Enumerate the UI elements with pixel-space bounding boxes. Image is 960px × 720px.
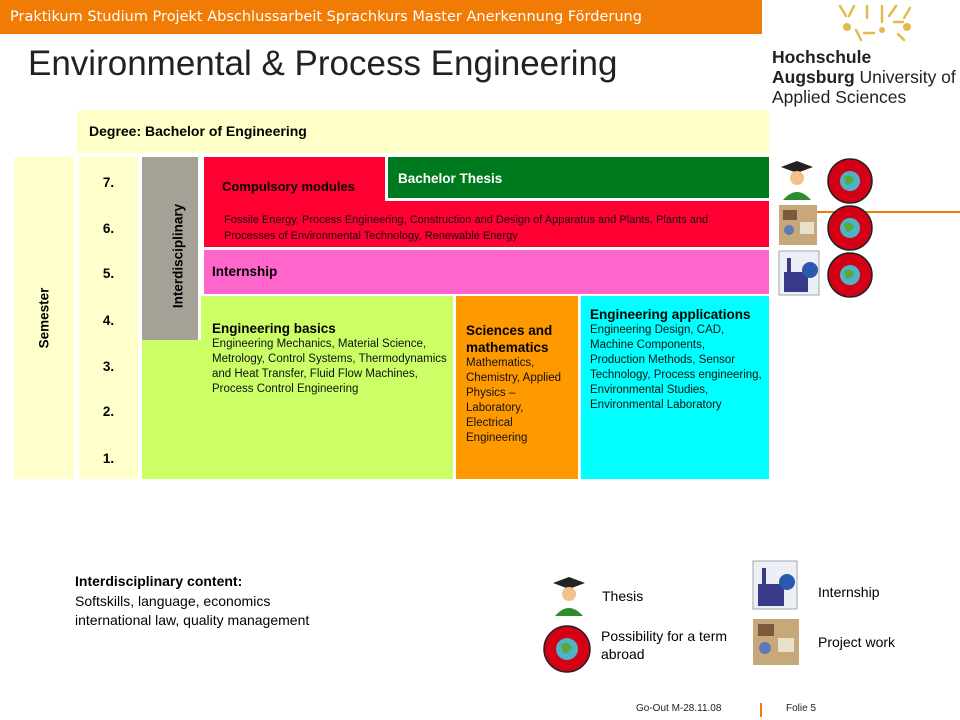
sciences-title: Sciences and mathematics [466,323,553,355]
logo-line-3: Applied Sciences [772,87,907,107]
engineering-basics-title: Engineering basics [212,321,336,336]
internship-factory-icon [778,250,820,296]
top-navigation-bar[interactable]: Praktikum Studium Projekt Abschlussarbei… [0,0,762,34]
legend-project-icon [753,619,799,665]
sciences-description: Mathematics, Chemistry, Applied Physics … [466,357,562,444]
internship-bar: Internship [204,250,769,294]
semester-number: 2. [102,404,115,419]
applications-block: Engineering applications Engineering Des… [581,296,769,479]
globe-abroad-icon [827,158,873,204]
compulsory-modules-title: Compulsory modules [222,179,355,194]
legend-abroad-label: Possibility for a term abroad [601,628,728,662]
applications-description: Engineering Design, CAD, Machine Compone… [590,324,762,411]
graduate-icon [780,160,814,200]
semester-number: 7. [102,175,115,190]
globe-abroad-icon [827,205,873,251]
compulsory-modules-description: Fossile Energy, Process Engineering, Con… [224,214,709,242]
legend-internship-icon [752,560,798,610]
sciences-block: Sciences and mathematics Mathematics, Ch… [456,296,578,479]
semester-column [14,157,74,479]
logo-line-2-bold: Augsburg [772,67,855,87]
interdisciplinary-column [142,157,201,340]
semester-number: 3. [102,359,115,374]
logo-line-2: University of [854,67,956,87]
page-title: Environmental & Process Engineering [28,44,618,83]
logo-mark-icon [838,4,912,42]
legend-abroad-icon [543,625,591,673]
semester-number: 5. [102,266,115,281]
legend-thesis-icon [553,577,585,616]
semester-number: 6. [102,221,115,236]
legend-project-label: Project work [818,634,896,650]
semester-numbers: 7. 6. 5. 4. 3. 2. 1. [79,157,138,479]
footer-page-number: Folie 5 [786,703,817,714]
semester-number: 1. [102,451,115,466]
university-name: Hochschule Augsburg University of Applie… [772,47,956,107]
applications-title: Engineering applications [590,307,751,322]
legend-internship-label: Internship [818,584,880,600]
interdisciplinary-label: Interdisciplinary [170,203,186,309]
project-work-icon [779,205,817,245]
degree-banner: Degree: Bachelor of Engineering [77,110,769,153]
bachelor-thesis-bar: Bachelor Thesis [385,157,769,201]
connector-line [817,211,960,213]
footer-divider [760,703,762,717]
engineering-basics-description: Engineering Mechanics, Material Science,… [212,338,447,395]
legend-thesis-label: Thesis [602,588,644,604]
semester-number: 4. [102,313,115,328]
interdisciplinary-content-title: Interdisciplinary content: [75,573,243,589]
engineering-basics-extension [142,342,204,479]
globe-abroad-icon [827,252,873,298]
university-logo [768,0,960,108]
engineering-basics-text: Engineering basics Engineering Mechanics… [212,320,448,397]
logo-line-1: Hochschule [772,47,872,67]
semester-label: Semester [36,287,52,349]
interdisciplinary-content-text: Softskills, language, economics internat… [75,593,310,628]
footer-code: Go-Out M-28.11.08 [636,703,722,714]
